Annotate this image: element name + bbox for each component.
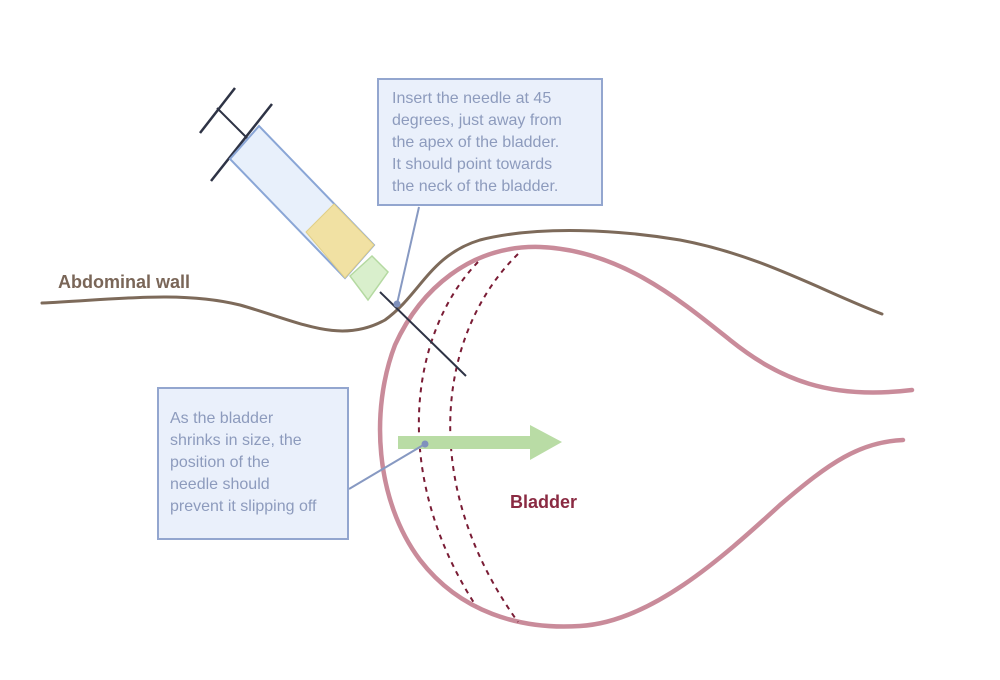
shrinking-instruction-callout: As the bladder shrinks in size, the posi… bbox=[157, 387, 349, 540]
shrinking-pointer-line bbox=[348, 443, 426, 490]
insertion-pointer-line bbox=[396, 206, 420, 305]
insertion-instruction-callout: Insert the needle at 45 degrees, just aw… bbox=[377, 78, 603, 206]
bladder-shrink-guide-outer bbox=[449, 253, 519, 623]
bladder-shrink-guide-inner bbox=[417, 261, 479, 607]
shrinking-pointer-dot bbox=[421, 440, 429, 448]
abdominal-wall-line bbox=[40, 229, 884, 333]
syringe-icon bbox=[199, 87, 467, 377]
insertion-pointer-dot bbox=[393, 300, 401, 308]
bladder-outline bbox=[377, 244, 915, 629]
arrow-right-icon bbox=[398, 425, 562, 460]
abdominal-wall-label: Abdominal wall bbox=[58, 272, 191, 292]
bladder-label: Bladder bbox=[510, 492, 578, 512]
